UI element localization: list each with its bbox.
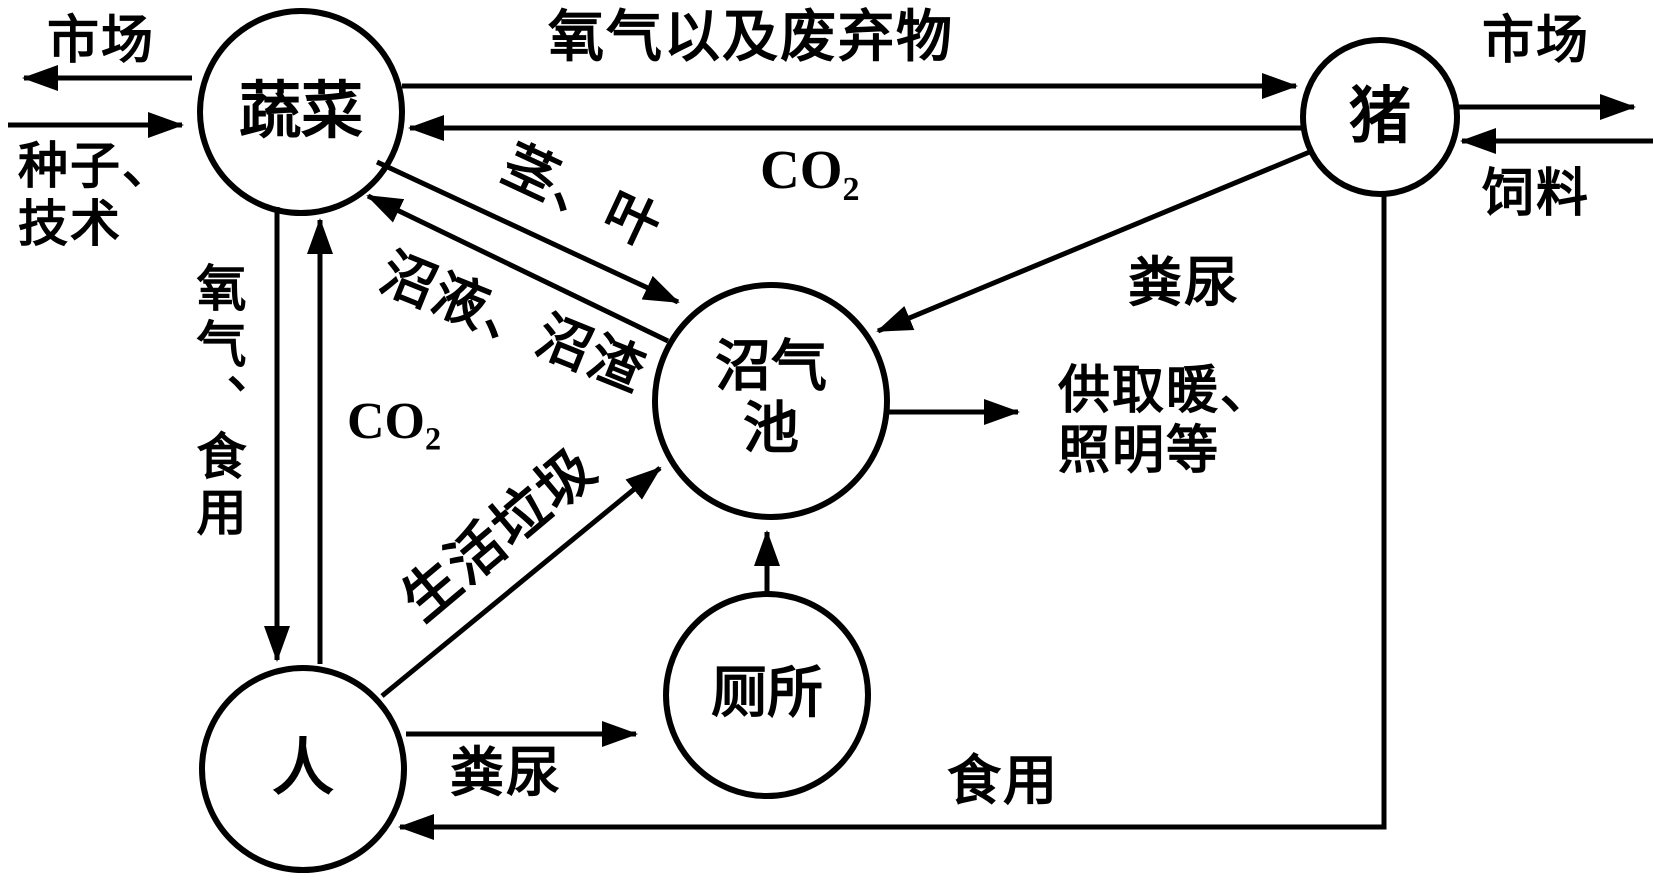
- arrow-eating-pig-to-person: [398, 195, 1387, 840]
- seeds-tech-label: 种子、 技术: [18, 138, 174, 252]
- node-pig-circle: [1300, 37, 1460, 197]
- market-right-label: 市场: [1482, 13, 1591, 70]
- market-left-label: 市场: [47, 13, 156, 70]
- pig-manure-label: 粪尿: [1128, 253, 1240, 313]
- arrow-manure-pig-to-biogas: [876, 148, 1313, 334]
- node-pig-label: 猪: [1348, 82, 1412, 151]
- node-biogas-label: 沼气 池: [715, 336, 827, 460]
- co2-top-subscript: 2: [842, 170, 860, 208]
- heating-label: 供取暖、 照明等: [1058, 363, 1275, 480]
- node-toilet-circle: [663, 591, 871, 799]
- eating-label: 食用: [947, 751, 1059, 811]
- node-biogas-circle: [652, 282, 890, 520]
- arrow-garbage-person-to-biogas: [380, 466, 662, 698]
- node-vegetables-label: 蔬菜: [238, 77, 364, 146]
- arrow-slurry-biogas-to-vegetables: [366, 193, 670, 344]
- co2-mid-subscript: 2: [425, 420, 442, 457]
- arrow-stems-leaves-vegetables-to-biogas: [375, 159, 680, 305]
- co2-mid-label: CO2: [347, 392, 441, 457]
- node-toilet-label: 厕所: [711, 663, 823, 726]
- feed-label: 饲料: [1482, 166, 1591, 223]
- node-vegetables-circle: [197, 8, 405, 216]
- co2-top-label: CO2: [760, 138, 860, 209]
- oxygen-food-label: 氧气、食用: [189, 262, 246, 542]
- node-person-label: 人: [271, 734, 335, 803]
- co2-top-main: CO: [760, 139, 843, 200]
- oxygen-waste-label: 氧气以及废弃物: [548, 7, 954, 69]
- person-manure-label: 粪尿: [450, 743, 562, 803]
- co2-mid-main: CO: [347, 393, 425, 450]
- node-person-circle: [199, 665, 407, 873]
